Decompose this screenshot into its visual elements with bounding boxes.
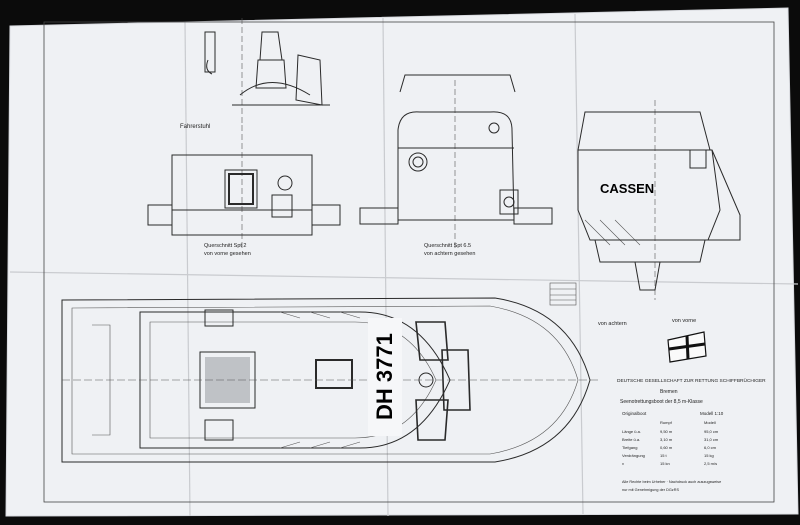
svg-text:v: v bbox=[622, 461, 624, 466]
svg-text:2,5 m/s: 2,5 m/s bbox=[704, 461, 717, 466]
drawing-border bbox=[43, 21, 775, 503]
svg-text:Breite ü.a.: Breite ü.a. bbox=[622, 437, 640, 442]
stern-view bbox=[577, 100, 741, 300]
wheelhouse-detail bbox=[204, 18, 330, 125]
svg-text:Verdrängung: Verdrängung bbox=[622, 453, 645, 458]
section-2-label-b: von achtern gesehen bbox=[424, 251, 475, 257]
society-flag bbox=[667, 331, 707, 363]
cross-section-2 bbox=[359, 74, 553, 250]
spec-row: Breite ü.a. 3,10 m 31,0 cm bbox=[622, 437, 719, 442]
title-city: Bremen bbox=[660, 389, 678, 395]
footer-line-1: Alle Rechte beim Urheber · Nachdruck auc… bbox=[622, 480, 721, 484]
registration-number: DH 3771 bbox=[372, 333, 397, 420]
svg-text:9,50 m: 9,50 m bbox=[660, 429, 673, 434]
footer-line-2: nur mit Genehmigung der DGzRS bbox=[622, 488, 679, 492]
spec-row: Tiefgang 0,60 m 6,0 cm bbox=[622, 445, 717, 450]
stern-view-label: von achtern bbox=[598, 321, 627, 327]
title-society: DEUTSCHE GESELLSCHAFT ZUR RETTUNG SCHIFF… bbox=[617, 377, 766, 384]
registration-panel bbox=[368, 318, 402, 436]
spec-row: v 15 kn 2,5 m/s bbox=[622, 461, 717, 466]
col-b: Modell 1:10 bbox=[700, 411, 724, 416]
title-class: Seenotrettungsboot der 8,5 m-Klasse bbox=[620, 399, 703, 405]
wheelhouse-label: Fahrerstuhl bbox=[180, 124, 210, 130]
svg-text:3,10 m: 3,10 m bbox=[660, 437, 673, 442]
col-d: Modell bbox=[704, 420, 716, 425]
col-a: Originalboot bbox=[622, 411, 647, 416]
frame-table bbox=[549, 282, 577, 306]
paper bbox=[6, 8, 798, 516]
cross-section-1 bbox=[147, 125, 341, 250]
svg-text:6,0 cm: 6,0 cm bbox=[704, 445, 717, 450]
svg-text:Länge ü.a.: Länge ü.a. bbox=[622, 429, 641, 434]
col-c: Rumpf bbox=[660, 420, 673, 425]
svg-text:15 kn: 15 kn bbox=[660, 461, 670, 466]
spec-row: Länge ü.a. 9,50 m 95,0 cm bbox=[622, 429, 719, 434]
svg-text:15 t: 15 t bbox=[660, 453, 668, 458]
svg-text:31,0 cm: 31,0 cm bbox=[704, 437, 719, 442]
svg-text:Tiefgang: Tiefgang bbox=[622, 445, 637, 450]
svg-text:0,60 m: 0,60 m bbox=[660, 445, 673, 450]
svg-text:15 kg: 15 kg bbox=[704, 453, 714, 458]
spec-row: Verdrängung 15 t 15 kg bbox=[622, 453, 714, 458]
title-block: DEUTSCHE GESELLSCHAFT ZUR RETTUNG SCHIFF… bbox=[617, 377, 766, 492]
section-1-label-a: Querschnitt Spt 2 bbox=[204, 243, 247, 249]
bow-view-label: von vorne bbox=[672, 318, 696, 324]
section-2-label-a: Querschnitt Spt 6.5 bbox=[424, 243, 471, 249]
section-1-label-b: von vorne gesehen bbox=[204, 251, 251, 257]
boat-name: CASSEN bbox=[600, 181, 654, 196]
svg-text:95,0 cm: 95,0 cm bbox=[704, 429, 719, 434]
